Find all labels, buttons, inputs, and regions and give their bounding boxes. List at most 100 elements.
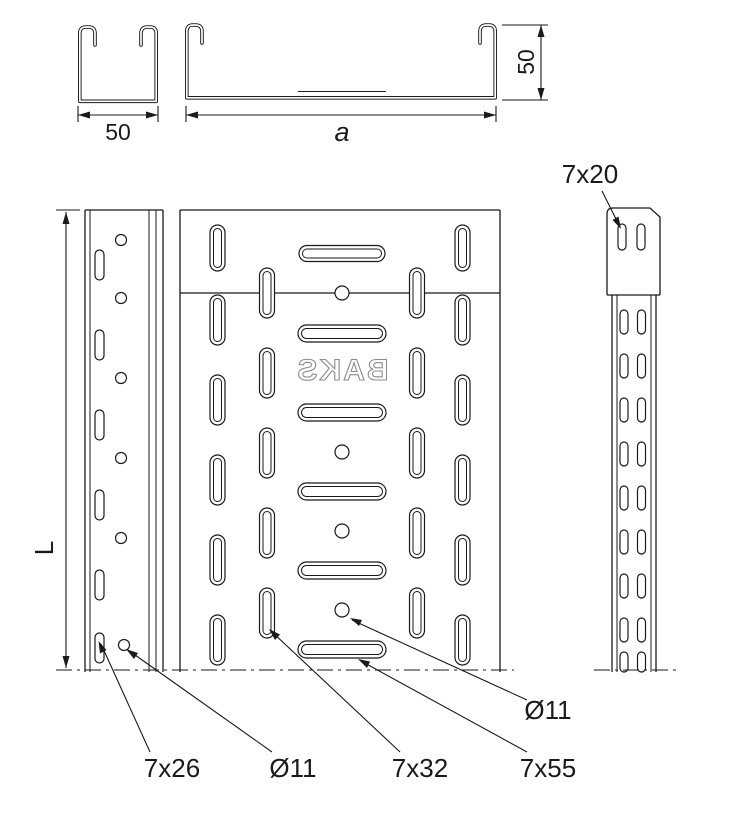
- arrowhead: [78, 111, 90, 119]
- slot: [94, 409, 105, 441]
- callout-d11-left: Ø11: [126, 649, 317, 783]
- callout-label-7x26: 7x26: [144, 753, 200, 783]
- arrowhead: [612, 216, 621, 229]
- arrowhead: [62, 656, 70, 668]
- connector-plate-slots: [617, 223, 646, 251]
- hole: [334, 285, 350, 301]
- callout-label-7x20: 7x20: [562, 159, 618, 189]
- hole: [334, 602, 350, 618]
- slot: [209, 454, 226, 506]
- slot: [636, 309, 647, 335]
- arrowhead: [350, 618, 362, 626]
- slot: [619, 617, 629, 643]
- slot: [258, 347, 276, 399]
- slot-inner: [412, 511, 422, 555]
- callout-label-d11-right: Ø11: [524, 695, 571, 725]
- dim-label-width-50: 50: [105, 119, 131, 145]
- slot: [454, 224, 471, 272]
- callout-label-d11-left: Ø11: [269, 753, 316, 783]
- slot-inner: [213, 378, 222, 422]
- arrowhead: [537, 88, 545, 100]
- dim-profile-width: 50: [77, 106, 159, 145]
- slot: [298, 244, 386, 263]
- slot-inner: [412, 591, 422, 635]
- slot-inner: [262, 351, 272, 395]
- left-hole-column: [114, 233, 131, 652]
- outer-slot-columns: [209, 294, 471, 666]
- slot-inner: [458, 298, 467, 342]
- slot: [636, 485, 647, 511]
- slot: [619, 353, 629, 379]
- slot-inner: [302, 248, 382, 259]
- slot: [619, 441, 629, 467]
- slot: [209, 224, 226, 272]
- arrowhead: [186, 111, 198, 119]
- slot-inner: [412, 351, 422, 395]
- slot-inner: [301, 565, 383, 576]
- profile-end-view-small: [78, 25, 158, 104]
- slot: [454, 614, 471, 666]
- hole: [114, 291, 128, 305]
- slot: [209, 614, 226, 666]
- slot: [619, 651, 629, 673]
- slot-inner: [262, 591, 272, 635]
- slot: [408, 507, 426, 559]
- profile-section-view-wide: [185, 23, 497, 100]
- slot-inner: [262, 511, 272, 555]
- slot: [209, 374, 226, 426]
- slot-inner: [262, 271, 272, 315]
- callout-d11-right: Ø11: [350, 618, 572, 725]
- slot: [636, 573, 647, 599]
- dim-label-span-a: a: [334, 117, 349, 147]
- slot-inner: [458, 378, 467, 422]
- hole: [114, 371, 128, 385]
- slot-inner: [213, 228, 222, 268]
- dim-profile-span: a: [185, 106, 497, 147]
- arrowhead: [146, 111, 158, 119]
- slot: [297, 561, 387, 580]
- slot: [619, 485, 629, 511]
- hole: [334, 523, 350, 539]
- slot-inner: [412, 431, 422, 475]
- slot: [636, 651, 647, 673]
- slot-inner: [262, 431, 272, 475]
- slot: [258, 427, 276, 479]
- center-hole-column: [334, 285, 350, 618]
- slot: [94, 489, 105, 521]
- slot-inner: [213, 458, 222, 502]
- slot-inner: [458, 458, 467, 502]
- slot: [94, 249, 105, 281]
- arrowhead: [537, 25, 545, 37]
- slot: [297, 403, 387, 422]
- slot: [408, 347, 426, 399]
- dim-tray-length: L: [29, 209, 80, 668]
- callout-7x20: 7x20: [562, 159, 621, 229]
- slot: [619, 397, 629, 423]
- slot: [209, 534, 226, 586]
- slot: [617, 223, 627, 251]
- slot: [258, 587, 276, 639]
- slot-inner: [213, 618, 222, 662]
- slot: [454, 454, 471, 506]
- hole: [114, 531, 128, 545]
- hole: [117, 638, 131, 652]
- arrowhead: [98, 641, 107, 654]
- dim-label-length-L: L: [29, 541, 59, 555]
- slot-inner: [458, 538, 467, 582]
- slot-inner: [458, 618, 467, 662]
- hole: [334, 444, 350, 460]
- callout-7x32: 7x32: [269, 629, 448, 783]
- slot: [408, 267, 426, 319]
- slot: [636, 397, 647, 423]
- slot-inner: [301, 644, 383, 655]
- arrowhead: [484, 111, 496, 119]
- slot: [454, 374, 471, 426]
- slot: [297, 482, 387, 501]
- hole: [114, 233, 128, 247]
- slot: [619, 529, 629, 555]
- dim-profile-height: 50: [502, 24, 548, 101]
- brand-stamp-mirrored: BAKS: [295, 354, 388, 387]
- slot: [94, 329, 105, 361]
